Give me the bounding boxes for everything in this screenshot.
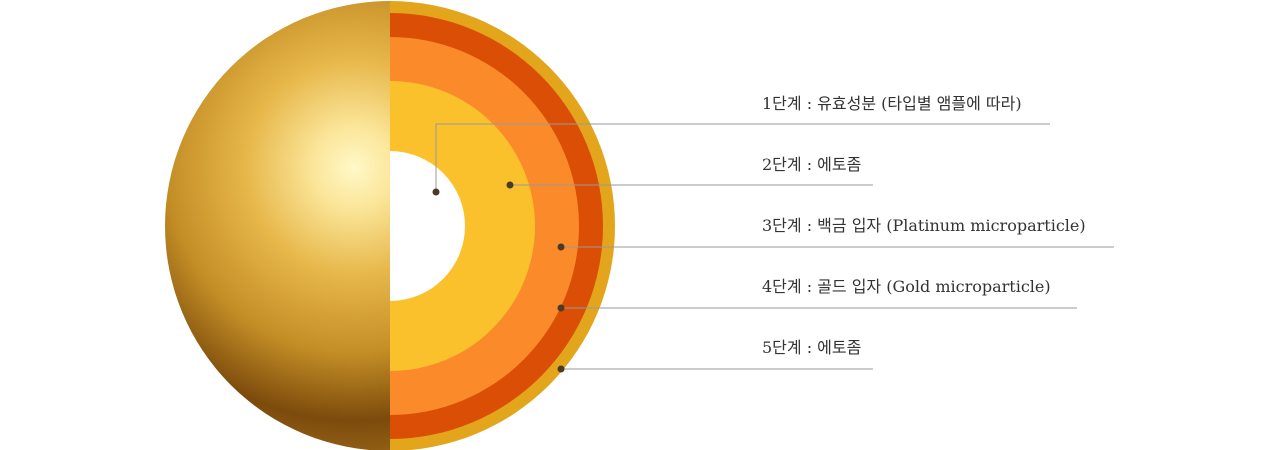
leader-lines: [432, 123, 1114, 373]
layer-4-label: 4단계 : 골드 입자 (Gold microparticle): [762, 277, 1051, 296]
leader-dot-2: [506, 181, 514, 189]
hemisphere-surface: [165, 1, 390, 450]
leader-dot-4: [557, 304, 565, 312]
leader-dot-5: [557, 365, 565, 373]
leader-dot-3: [557, 243, 565, 251]
layer-2-label: 2단계 : 에토좀: [762, 155, 862, 174]
layer-5-label: 5단계 : 에토좀: [762, 338, 862, 357]
layer-1-label: 1단계 : 유효성분 (타입별 앰플에 따라): [762, 94, 1022, 113]
inner-core: [390, 151, 465, 301]
leader-line-1: [435, 123, 1050, 192]
leader-dot-1: [432, 188, 440, 196]
layer-3-label: 3단계 : 백금 입자 (Platinum microparticle): [762, 216, 1086, 235]
gold-hemisphere: [165, 1, 390, 450]
cross-section-layers: [390, 1, 615, 450]
